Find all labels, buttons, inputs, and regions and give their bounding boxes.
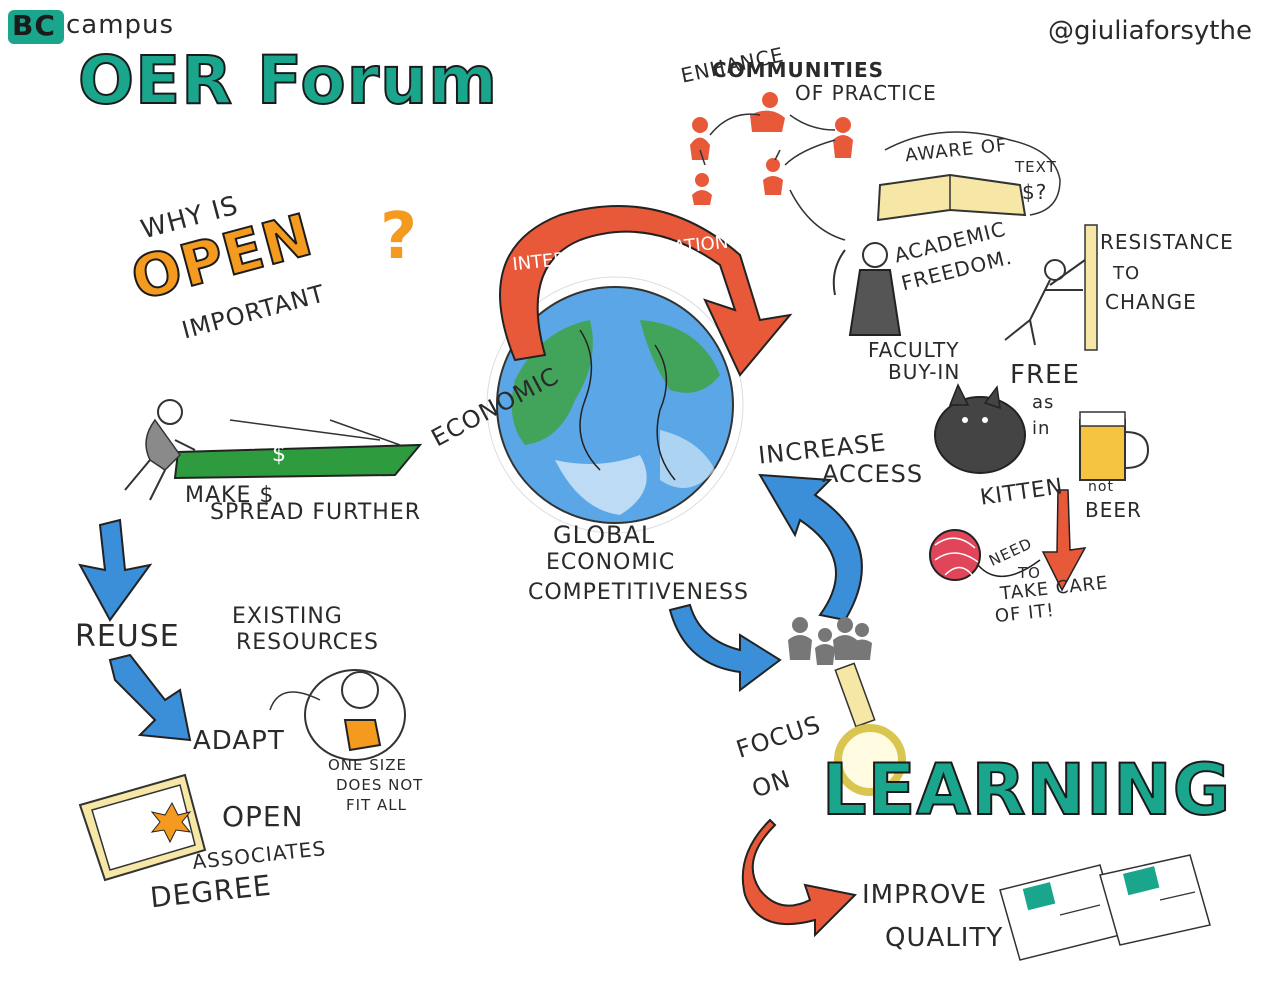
of-practice-label: OF PRACTICE <box>795 81 937 105</box>
improve-arrow <box>741 818 858 938</box>
communities-label: COMMUNITIES <box>712 58 885 82</box>
care-arrow <box>1041 489 1087 592</box>
globe-drawing <box>486 276 744 534</box>
improve-label: IMPROVE <box>862 880 988 910</box>
economic-competitiveness-label: ECONOMIC <box>546 550 676 575</box>
question-mark: ? <box>380 200 419 274</box>
one-size-line3: FIT ALL <box>346 796 407 814</box>
adapt-arrow <box>108 653 192 742</box>
text-label: TEXT <box>1015 158 1057 176</box>
internationalization-arrow <box>499 205 793 377</box>
existing-label: EXISTING <box>232 604 343 629</box>
beer-label: BEER <box>1085 498 1142 522</box>
faculty-label: FACULTY <box>868 338 960 362</box>
buy-in-label: BUY-IN <box>888 360 961 384</box>
adapt-label: ADAPT <box>193 726 285 756</box>
to-label: TO <box>1113 263 1141 284</box>
access-arrow <box>758 473 863 622</box>
beer-mug-drawing <box>1079 411 1150 481</box>
competitiveness-label: COMPETITIVENESS <box>528 580 749 605</box>
reuse-arrow <box>78 518 153 622</box>
one-size-line2: DOES NOT <box>336 776 424 794</box>
brand-campus: campus <box>66 10 175 40</box>
money-bill-drawing <box>124 399 423 501</box>
yarn-ball-drawing <box>929 529 1041 581</box>
resistance-label: RESISTANCE <box>1100 230 1234 254</box>
not-label: not <box>1088 479 1114 495</box>
need-to-label: TO <box>1018 564 1041 582</box>
book-drawing <box>876 131 1061 222</box>
resistance-figure <box>1004 224 1098 351</box>
papers-drawing <box>999 854 1211 961</box>
one-size-figure <box>269 669 406 761</box>
competitiveness-arrow <box>668 603 782 692</box>
brand-bc: BC <box>12 9 56 42</box>
as-label: as <box>1032 392 1055 413</box>
learners-group <box>788 617 872 665</box>
page-title: OER Forum <box>77 42 499 119</box>
faculty-figure <box>832 242 902 336</box>
one-size-line1: ONE SIZE <box>328 756 407 774</box>
diploma-drawing <box>78 773 207 882</box>
change-label: CHANGE <box>1105 290 1197 314</box>
access-label: ACCESS <box>822 460 924 488</box>
learning-label: LEARNING <box>821 749 1232 831</box>
quality-label: QUALITY <box>885 923 1004 953</box>
text-dollar-label: $? <box>1022 180 1048 204</box>
free-label: FREE <box>1010 360 1080 390</box>
bc-logo-box <box>8 10 64 44</box>
global-label: GLOBAL <box>553 521 656 549</box>
spread-further-label: SPREAD FURTHER <box>210 500 422 525</box>
in-label: in <box>1032 418 1051 439</box>
community-figures <box>690 92 853 241</box>
magnifier-icon <box>834 662 906 796</box>
money-sign: $ <box>272 442 287 467</box>
make-money-label: MAKE $ <box>185 483 275 508</box>
reuse-label: REUSE <box>75 619 180 654</box>
author-handle: @giuliaforsythe <box>1048 16 1252 46</box>
kitten-drawing <box>934 383 1026 474</box>
open-degree-label: OPEN <box>222 800 304 833</box>
resources-label: RESOURCES <box>236 630 379 655</box>
